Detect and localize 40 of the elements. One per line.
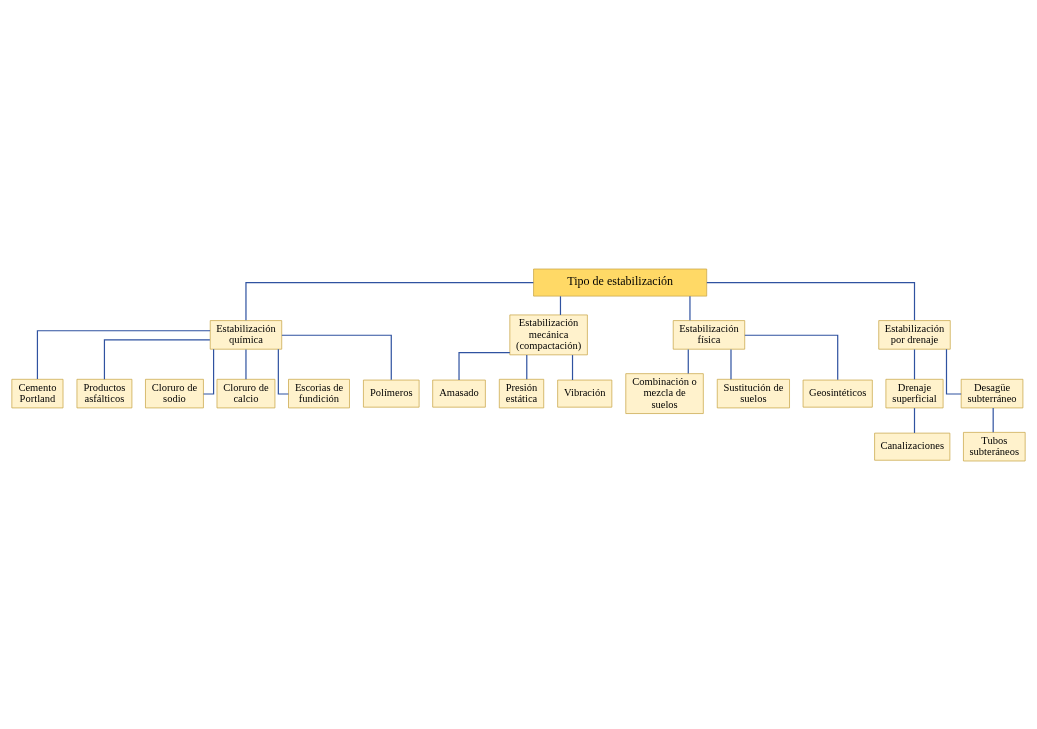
node-box: Cloruro de calcio [216,378,276,408]
connector [245,281,534,321]
node-box: Productos asfálticos [76,378,133,408]
connector [913,348,916,380]
node-box: Amasado [432,379,486,408]
connector [571,354,574,381]
node-box: Sustitución de suelos [716,378,790,408]
connector [913,407,916,434]
node-box: Estabilización por drenaje [878,319,951,350]
node-box: Estabilización química [209,319,283,350]
node-box: Escorias de fundición [288,378,350,408]
connector [687,348,689,374]
connector [730,348,732,380]
connector [36,329,211,380]
node-box: Desagüe subterráneo [960,378,1024,408]
connector [277,348,289,395]
node-box: Vibración [557,379,613,408]
node-box: Combinación o mezcla de suelos [625,372,704,414]
node-box: Presión estática [498,378,545,408]
connector [281,334,392,380]
node-box: Cloruro de sodio [145,378,204,408]
connector [103,338,211,380]
connector [744,334,839,380]
node-box: Cemento Portland [11,378,64,408]
connector [689,295,691,321]
connector [202,348,215,395]
connector [245,348,247,380]
node-box: Tipo de estabilización [533,268,708,296]
node-box: Estabilización física [672,319,746,350]
connector [706,281,916,321]
connector [526,354,528,380]
node-box: Geosintéticos [802,379,873,408]
node-box: Estabilización mecánica (compactación) [509,314,588,355]
connector [992,407,994,433]
node-box: Tubos subteráneos [963,431,1026,461]
node-box: Polímeros [363,379,420,408]
node-box: Drenaje superficial [885,378,944,408]
node-box: Canalizaciones [874,432,951,461]
connector [458,351,511,381]
connector [559,295,562,316]
